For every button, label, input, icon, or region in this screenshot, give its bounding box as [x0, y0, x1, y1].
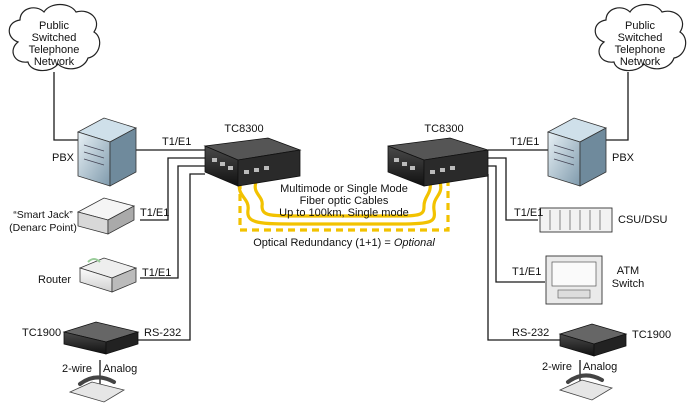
csu-link-label: T1/E1 — [514, 207, 543, 219]
pbx-right-link-label: T1/E1 — [510, 136, 539, 148]
redundancy-prefix: Optical Redundancy (1+1) = — [253, 237, 394, 249]
router-label: Router — [38, 274, 71, 286]
smartjack-line2: (Denarc Point) — [9, 222, 77, 234]
right-wires — [487, 149, 581, 388]
cloud-left-line4: Network — [34, 56, 75, 68]
cloud-left-link — [53, 72, 82, 141]
tc8300-left-title: TC8300 — [224, 123, 263, 135]
tc1900-right-label: TC1900 — [632, 329, 671, 341]
fiber-text-line3: Up to 100km, Single mode — [279, 207, 409, 219]
cloud-right-line2: Switched — [618, 32, 663, 44]
tc1900-left[interactable]: TC1900 — [22, 321, 140, 355]
redundancy-text: Optical Redundancy (1+1) = Optional — [253, 237, 435, 249]
fiber-links — [237, 181, 450, 232]
atm-link-label: T1/E1 — [512, 266, 541, 278]
cloud-right-link — [600, 72, 629, 141]
tc8300-right[interactable]: TC8300 — [387, 123, 489, 187]
analog-right: Analog — [583, 361, 617, 373]
cloud-right-line4: Network — [620, 56, 661, 68]
smartjack-line1: “Smart Jack” — [13, 209, 73, 221]
cloud-left-line3: Telephone — [29, 44, 80, 56]
atm-line2: Switch — [612, 278, 644, 290]
analog-left: Analog — [103, 363, 137, 375]
phone-right-icon — [558, 373, 614, 401]
pstn-cloud-left: Public Switched Telephone Network — [8, 3, 101, 72]
fiber-text-line2: Fiber optic Cables — [300, 195, 389, 207]
tc1900-left-link-label: RS-232 — [144, 327, 181, 339]
smartjack-link-label: T1/E1 — [140, 207, 169, 219]
smart-jack[interactable]: “Smart Jack” (Denarc Point) — [9, 197, 136, 235]
left-wires — [99, 149, 205, 390]
tc1900-right-link-label: RS-232 — [512, 327, 549, 339]
fiber-text-line1: Multimode or Single Mode — [280, 183, 408, 195]
router-link-label: T1/E1 — [142, 267, 171, 279]
twowire-left: 2-wire — [62, 363, 92, 375]
pbx-left[interactable]: PBX — [52, 117, 138, 187]
tc1900-right[interactable]: TC1900 — [558, 323, 671, 357]
csu-dsu[interactable]: CSU/DSU — [539, 207, 668, 233]
pbx-left-label: PBX — [52, 152, 75, 164]
atm-line1: ATM — [617, 265, 639, 277]
pbx-right[interactable]: PBX — [546, 117, 635, 187]
cloud-left-line1: Public — [39, 20, 69, 32]
phone-left-icon — [68, 375, 126, 403]
cloud-right-line1: Public — [625, 20, 655, 32]
csu-label: CSU/DSU — [618, 214, 668, 226]
tc8300-right-title: TC8300 — [424, 123, 463, 135]
pbx-right-label: PBX — [612, 152, 635, 164]
cloud-left-line2: Switched — [32, 32, 77, 44]
tc1900-left-label: TC1900 — [22, 327, 61, 339]
pbx-left-link-label: T1/E1 — [162, 136, 191, 148]
cloud-right-line3: Telephone — [615, 44, 666, 56]
atm-switch[interactable]: ATM Switch — [545, 255, 644, 305]
redundancy-optional: Optional — [394, 237, 436, 249]
tc8300-left[interactable]: TC8300 — [203, 123, 302, 187]
router[interactable]: Router — [38, 257, 138, 293]
pstn-cloud-right: Public Switched Telephone Network — [594, 3, 687, 72]
twowire-right: 2-wire — [542, 361, 572, 373]
